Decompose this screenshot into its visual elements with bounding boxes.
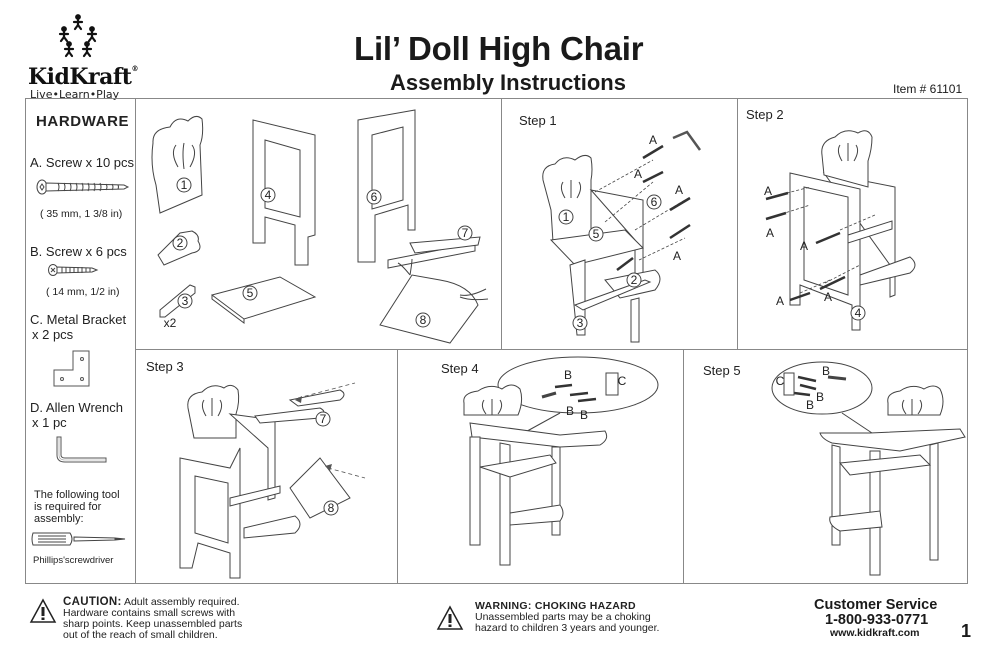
svg-text:3: 3 — [577, 316, 584, 330]
hardware-item-c-label: C. Metal Bracket — [30, 312, 127, 327]
step-4-diagram: B B B C — [463, 356, 659, 566]
svg-text:1: 1 — [181, 178, 188, 192]
warning-text: WARNING: CHOKING HAZARD Unassembled part… — [475, 600, 660, 634]
step-5-label: Step 5 — [703, 363, 741, 378]
step-2-label: Step 2 — [746, 107, 784, 122]
step-1-diagram: A A A A 1 5 6 2 3 — [542, 130, 702, 343]
step-4-label: Step 4 — [441, 361, 479, 376]
divider — [501, 98, 502, 349]
item-number: Item # 61101 — [893, 82, 963, 96]
svg-text:A: A — [764, 184, 772, 198]
svg-text:5: 5 — [593, 227, 600, 241]
svg-text:C: C — [776, 374, 785, 388]
svg-text:B: B — [816, 390, 824, 404]
svg-text:7: 7 — [462, 226, 469, 240]
divider — [737, 98, 738, 349]
svg-text:2: 2 — [177, 236, 184, 250]
divider — [683, 349, 684, 584]
svg-text:A: A — [675, 183, 683, 197]
step-2-diagram: A A A A A 4 — [764, 130, 916, 331]
parts-diagram: 1 2 3 4 5 6 7 8 x2 — [151, 109, 489, 344]
divider — [135, 98, 136, 584]
step-1-label: Step 1 — [519, 113, 557, 128]
svg-text:1: 1 — [563, 210, 570, 224]
hardware-item-a-size: ( 35 mm, 1 3/8 in) — [40, 208, 123, 220]
kidkraft-logo: KidKraft® Live•Learn•Play — [26, 12, 138, 101]
long-screw-icon — [36, 179, 130, 195]
divider — [397, 349, 398, 584]
caution-text: CAUTION: Adult assembly required. Hardwa… — [63, 596, 243, 641]
svg-text:A: A — [634, 167, 642, 181]
caution-warning-icon — [29, 598, 57, 623]
page-subtitle: Assembly Instructions — [390, 70, 626, 95]
instructions-frame — [25, 98, 968, 584]
allen-wrench-icon — [56, 436, 107, 463]
step-3-diagram: 7 8 — [179, 382, 366, 579]
brand-wordmark: KidKraft® — [28, 64, 138, 90]
svg-text:6: 6 — [371, 190, 378, 204]
step-3-label: Step 3 — [146, 359, 184, 374]
stars-people-icon — [58, 14, 98, 58]
tool-note: The following tool is required for assem… — [34, 489, 120, 525]
hardware-item-a-label: A. Screw x 10 pcs — [30, 155, 135, 170]
svg-text:7: 7 — [320, 412, 327, 426]
svg-text:A: A — [673, 249, 681, 263]
svg-text:A: A — [800, 239, 808, 253]
hardware-item-d-qty: x 1 pc — [32, 415, 67, 430]
l-bracket-icon — [53, 350, 90, 387]
hardware-item-c-qty: x 2 pcs — [32, 327, 74, 342]
svg-text:5: 5 — [247, 286, 254, 300]
hardware-heading: HARDWARE — [36, 113, 130, 130]
svg-text:4: 4 — [265, 188, 272, 202]
customer-service-phone[interactable]: 1-800-933-0771 — [825, 612, 929, 628]
svg-text:A: A — [649, 133, 657, 147]
hardware-item-b-label: B. Screw x 6 pcs — [30, 244, 127, 259]
short-screw-icon — [48, 264, 99, 276]
svg-text:x2: x2 — [164, 316, 177, 330]
svg-text:C: C — [618, 374, 627, 388]
svg-text:B: B — [566, 404, 574, 418]
svg-text:4: 4 — [855, 306, 862, 320]
hardware-item-b-size: ( 14 mm, 1/2 in) — [46, 286, 120, 298]
svg-text:8: 8 — [328, 501, 335, 515]
svg-text:B: B — [580, 408, 588, 422]
brand-tagline: Live•Learn•Play — [30, 88, 120, 101]
svg-text:8: 8 — [420, 313, 427, 327]
website-link[interactable]: www.kidkraft.com — [830, 627, 920, 639]
page-title: Lil’ Doll High Chair — [354, 30, 644, 67]
hardware-item-d-label: D. Allen Wrench — [30, 400, 123, 415]
choking-hazard-warning-icon — [436, 605, 464, 630]
tool-name: Phillips'screwdriver — [33, 555, 114, 566]
svg-text:B: B — [806, 398, 814, 412]
svg-text:B: B — [564, 368, 572, 382]
screwdriver-icon — [31, 532, 126, 546]
svg-text:A: A — [824, 290, 832, 304]
svg-text:B: B — [822, 364, 830, 378]
customer-service-heading: Customer Service — [814, 597, 938, 613]
svg-text:2: 2 — [631, 273, 638, 287]
svg-text:A: A — [776, 294, 784, 308]
svg-text:3: 3 — [182, 294, 189, 308]
svg-text:6: 6 — [651, 195, 658, 209]
divider — [135, 349, 968, 350]
step-5-diagram: C B B B — [771, 361, 966, 576]
svg-text:A: A — [766, 226, 774, 240]
page-number: 1 — [961, 621, 972, 641]
